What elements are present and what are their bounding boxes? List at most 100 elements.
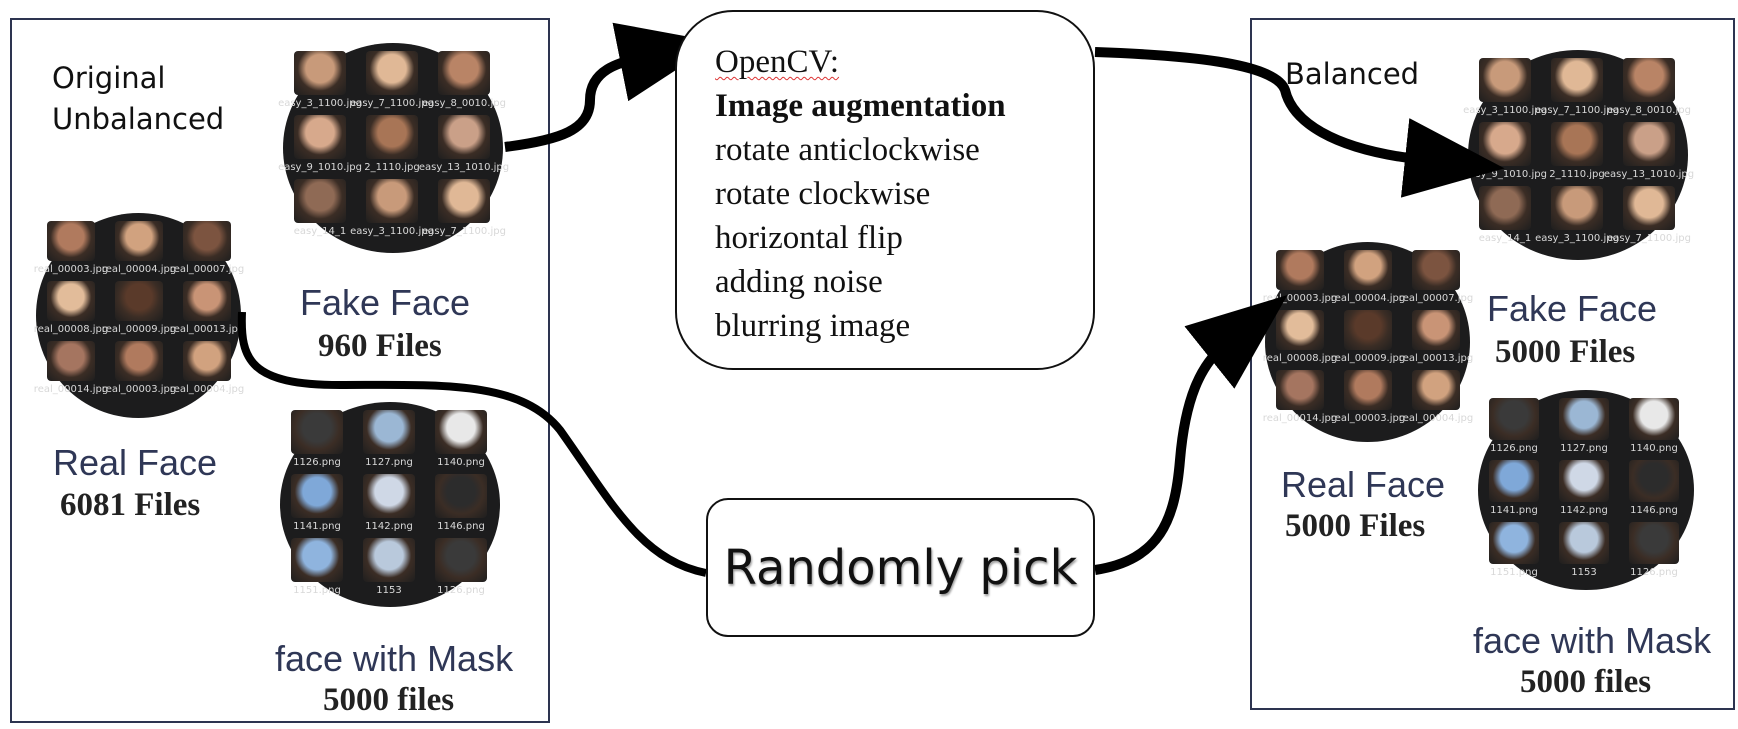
- thumbnail-filename: 1141.png: [1490, 505, 1538, 516]
- face-photo: [435, 474, 487, 518]
- mask-thumbnail: 1126.png: [286, 410, 348, 468]
- augmentation-step: adding noise: [715, 264, 883, 300]
- face-photo: [294, 115, 346, 159]
- real-thumbnail: real_00004.jpg: [170, 341, 244, 395]
- real-thumbnail: real_00008.jpg: [34, 281, 108, 335]
- face-photo: [1551, 122, 1603, 166]
- thumbnail-filename: real_00008.jpg: [1262, 353, 1338, 364]
- real-face-count: 6081 Files: [60, 487, 201, 523]
- thumbnail-filename: 1126.png: [1630, 567, 1678, 578]
- face-photo: [183, 281, 231, 321]
- mask-thumbnail: 1140.png: [430, 410, 492, 468]
- thumbnail-filename: easy_9_1010.jpg: [1463, 169, 1547, 180]
- face-with-mask-label: face with Mask: [275, 638, 514, 679]
- fake-face-label: Fake Face: [1487, 288, 1658, 329]
- thumbnail-filename: 1142.png: [1560, 505, 1608, 516]
- thumbnail-filename: easy_14_1: [1478, 233, 1532, 244]
- thumbnail-filename: real_00003.jpg: [101, 384, 177, 395]
- face-photo: [1623, 58, 1675, 102]
- fake-thumbnail: easy_3_1100.jpg: [1535, 186, 1619, 244]
- face-photo: [1623, 186, 1675, 230]
- mask-thumbnail: 1153: [1554, 522, 1614, 578]
- arrow-real-to-random: [237, 311, 707, 577]
- face-photo: [115, 341, 163, 381]
- randomly-pick-label: Randomly pick: [723, 539, 1078, 596]
- thumbnail-filename: real_00014.jpg: [1262, 413, 1338, 424]
- real-thumbnail: real_00003.jpg: [34, 221, 108, 275]
- thumbnail-filename: real_00004.jpg: [1398, 413, 1474, 424]
- face-photo: [1559, 398, 1609, 440]
- thumbnail-filename: real_00003.jpg: [1330, 413, 1406, 424]
- face-with-mask-label: face with Mask: [1473, 620, 1712, 661]
- augmentation-step: rotate anticlockwise: [715, 132, 980, 168]
- augmentation-step: blurring image: [715, 308, 911, 344]
- thumbnail-filename: easy_13_1010.jpg: [1603, 169, 1695, 180]
- thumbnail-filename: real_00004.jpg: [169, 384, 245, 395]
- face-photo: [1344, 310, 1392, 350]
- face-with-mask-count: 5000 files: [323, 682, 455, 718]
- thumbnail-filename: 1127.png: [1560, 443, 1608, 454]
- thumbnail-filename: 1146.png: [1630, 505, 1678, 516]
- real-thumbnail: real_00007.jpg: [170, 221, 244, 275]
- fake-thumbnail: easy_13_1010.jpg: [1604, 122, 1694, 180]
- thumbnail-filename: easy_7_1100.jpg: [1607, 233, 1691, 244]
- fake-thumbnail: easy_7_1100.jpg: [422, 179, 506, 237]
- thumbnail-filename: 1146.png: [437, 521, 485, 532]
- face-photo: [438, 51, 490, 95]
- real-thumbnail: real_00009.jpg: [1331, 310, 1405, 364]
- real-thumbnail: real_00003.jpg: [1263, 250, 1337, 304]
- fake-thumbnail: easy_3_1100.jpg: [350, 179, 434, 237]
- panel-header-balanced: Balanced: [1285, 57, 1420, 91]
- mask-thumbnail: 1141.png: [1484, 460, 1544, 516]
- thumbnail-filename: real_00004.jpg: [1330, 293, 1406, 304]
- fake-face-label: Fake Face: [300, 282, 471, 323]
- thumbnail-filename: easy_8_0010.jpg: [1607, 105, 1691, 116]
- thumbnail-filename: easy_3_1100.jpg: [1463, 105, 1547, 116]
- fake-thumbnail: easy_7_1100.jpg: [350, 51, 434, 109]
- thumbnail-filename: easy_7_1100.jpg: [422, 226, 506, 237]
- thumbnail-filename: real_00008.jpg: [33, 324, 109, 335]
- face-photo: [438, 179, 490, 223]
- augmentation-heading: Image augmentation: [715, 88, 1006, 124]
- face-with-mask-count: 5000 files: [1520, 664, 1652, 700]
- thumbnail-filename: easy_7_1100.jpg: [350, 98, 434, 109]
- mask-thumbnail: 1142.png: [358, 474, 420, 532]
- thumbnail-filename: easy_3_1100.jpg: [278, 98, 362, 109]
- real-thumbnail: real_00014.jpg: [34, 341, 108, 395]
- fake-thumbnail: easy_7_1100.jpg: [1607, 186, 1691, 244]
- face-photo: [438, 115, 490, 159]
- mask-thumbnail: 1127.png: [358, 410, 420, 468]
- mask-thumbnail: 1153: [358, 538, 420, 596]
- thumbnail-filename: real_00004.jpg: [101, 264, 177, 275]
- thumbnail-filename: real_00003.jpg: [33, 264, 109, 275]
- thumbnail-filename: 1126.png: [1490, 443, 1538, 454]
- fake-thumbnail: easy_9_1010.jpg: [278, 115, 362, 173]
- face-photo: [294, 179, 346, 223]
- thumbnail-filename: 1153: [1571, 567, 1597, 578]
- face-photo: [1551, 186, 1603, 230]
- real-face-count: 5000 Files: [1285, 508, 1426, 544]
- face-photo: [1412, 250, 1460, 290]
- fake-face-count: 5000 Files: [1495, 334, 1636, 370]
- thumbnail-filename: 1151.png: [1490, 567, 1538, 578]
- thumbnail-filename: 1142.png: [365, 521, 413, 532]
- mask-thumbnail: 1127.png: [1554, 398, 1614, 454]
- thumbnail-filename: 2_1110.jpg: [1549, 169, 1605, 180]
- face-photo: [1559, 460, 1609, 502]
- real-thumbnail: real_00013.jpg: [1399, 310, 1473, 364]
- face-photo: [47, 221, 95, 261]
- real-thumbnail: real_00013.jpg: [170, 281, 244, 335]
- real-thumbnail: real_00004.jpg: [1399, 370, 1473, 424]
- fake-thumbnail: easy_8_0010.jpg: [1607, 58, 1691, 116]
- face-photo: [1344, 370, 1392, 410]
- face-photo: [1276, 250, 1324, 290]
- mask-thumbnail: 1146.png: [430, 474, 492, 532]
- face-photo: [1623, 122, 1675, 166]
- thumbnail-filename: real_00003.jpg: [1262, 293, 1338, 304]
- mask-thumbnail: 1146.png: [1624, 460, 1684, 516]
